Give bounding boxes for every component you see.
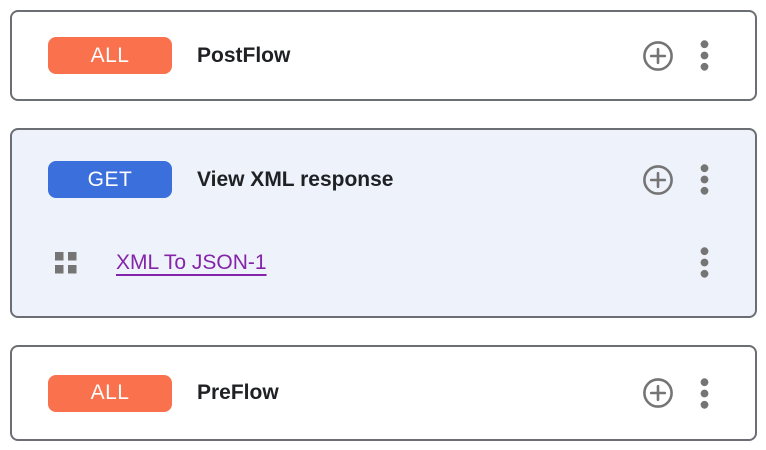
add-circle-icon [643,378,673,408]
flow-more-options-button[interactable] [700,377,709,409]
drag-handle-icon [55,251,77,273]
flow-more-options-button[interactable] [700,40,709,71]
policy-more-options-button[interactable] [700,247,709,278]
flow-title: PreFlow [197,381,279,404]
flow-actions [642,40,709,72]
method-badge-all: ALL [48,374,172,412]
add-circle-icon [643,164,673,195]
kebab-menu-icon [700,40,709,71]
flow-card-postflow[interactable]: ALL PostFlow [10,10,757,101]
flow-header-row: GET View XML response [12,161,755,198]
flow-editor-panel: ALL PostFlow [0,10,766,450]
flow-actions [642,377,709,409]
kebab-menu-icon [700,247,709,278]
flow-title: PostFlow [197,43,291,67]
add-policy-step-button[interactable] [642,40,674,72]
flow-header-row: ALL PreFlow [12,374,755,412]
flow-card-preflow[interactable]: ALL PreFlow [10,345,757,441]
method-badge-get: GET [48,161,172,198]
flow-card-view-xml-response[interactable]: GET View XML response [10,128,757,318]
flow-title: View XML response [197,167,394,191]
flow-more-options-button[interactable] [700,164,709,195]
flow-header-row: ALL PostFlow [12,37,755,74]
kebab-menu-icon [700,164,709,195]
policy-link-xml-to-json[interactable]: XML To JSON-1 [116,250,267,274]
policy-actions [700,247,709,278]
kebab-menu-icon [700,377,709,409]
drag-handle[interactable] [55,251,77,274]
add-policy-step-button[interactable] [642,377,674,409]
policy-step-row: XML To JSON-1 [12,247,755,278]
add-policy-step-button[interactable] [642,164,674,196]
add-circle-icon [643,40,673,71]
method-badge-all: ALL [48,37,172,74]
flow-actions [642,164,709,196]
